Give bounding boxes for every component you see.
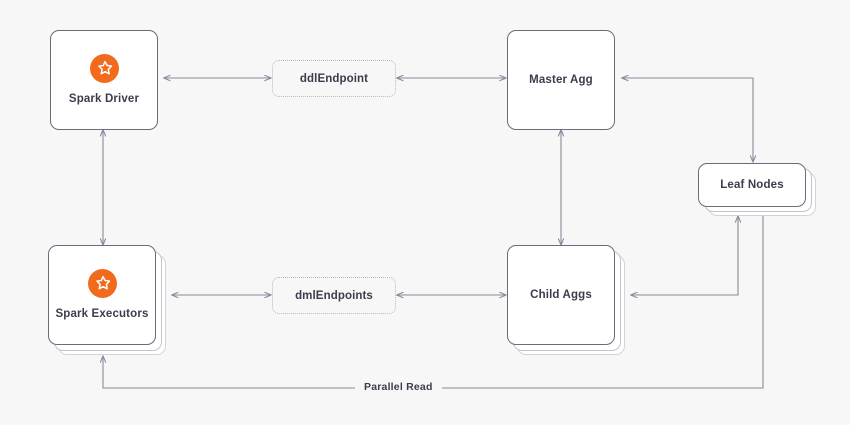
node-label: Master Agg — [529, 73, 593, 86]
edge-label-parallel-read: Parallel Read — [355, 381, 442, 393]
connector-masteragg-leafnodes — [621, 74, 757, 163]
node-label: Leaf Nodes — [720, 178, 784, 191]
spark-logo-icon — [89, 53, 119, 83]
endpoint-ddl[interactable]: ddlEndpoint — [272, 60, 396, 97]
node-spark-executors[interactable]: Spark Executors — [48, 245, 156, 345]
node-child-aggs[interactable]: Child Aggs — [507, 245, 615, 345]
spark-logo-icon — [87, 268, 117, 298]
endpoint-label: dmlEndpoints — [295, 289, 373, 302]
node-label: Spark Driver — [68, 92, 140, 105]
edge-label-text: Parallel Read — [364, 381, 433, 393]
node-leaf-nodes[interactable]: Leaf Nodes — [698, 163, 806, 207]
node-spark-driver[interactable]: Spark Driver — [50, 30, 158, 130]
endpoint-label: ddlEndpoint — [299, 72, 369, 85]
connector-childaggs-leafnodes — [630, 215, 742, 299]
connector-parallel-read — [99, 216, 764, 389]
node-label: Spark Executors — [55, 307, 149, 320]
node-master-agg[interactable]: Master Agg — [507, 30, 615, 130]
endpoint-dml[interactable]: dmlEndpoints — [272, 277, 396, 314]
node-label: Child Aggs — [530, 288, 592, 301]
